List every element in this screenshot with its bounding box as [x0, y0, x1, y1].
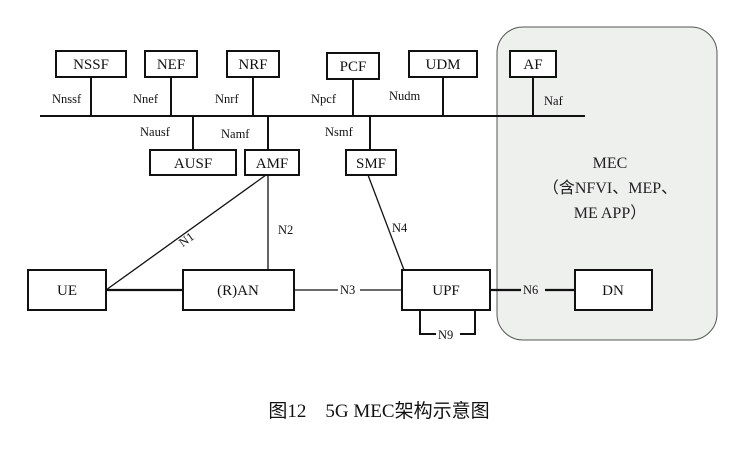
label-nnrf: Nnrf [215, 92, 239, 106]
label-n9-bg [436, 327, 460, 342]
node-nssf[interactable]: NSSF [55, 50, 127, 78]
node-ausf[interactable]: AUSF [149, 149, 237, 176]
label-naf: Naf [544, 94, 564, 108]
svg-text:AMF: AMF [256, 156, 289, 172]
svg-text:(R)AN: (R)AN [217, 283, 259, 299]
mec-label-line1: MEC [593, 155, 628, 172]
svg-text:UPF: UPF [432, 283, 460, 299]
svg-text:SMF: SMF [356, 156, 386, 172]
label-namf: Namf [221, 127, 250, 141]
label-n2: N2 [278, 223, 293, 237]
label-nnef: Nnef [133, 92, 159, 106]
label-n4: N4 [392, 221, 408, 235]
svg-text:PCF: PCF [340, 59, 367, 75]
svg-text:UE: UE [57, 283, 77, 299]
label-nsmf: Nsmf [325, 125, 354, 139]
mec-label-line2: （含NFVI、MEP、 [543, 179, 677, 197]
node-ue[interactable]: UE [27, 269, 107, 311]
svg-text:NSSF: NSSF [73, 57, 109, 73]
node-dn[interactable]: DN [574, 269, 653, 311]
svg-text:NRF: NRF [238, 57, 267, 73]
label-n1: N1 [176, 229, 197, 249]
label-n6: N6 [523, 283, 538, 297]
svg-text:AUSF: AUSF [174, 156, 212, 172]
label-n3-bg [338, 282, 360, 297]
label-nnssf: Nnssf [52, 92, 82, 106]
node-pcf[interactable]: PCF [326, 52, 380, 80]
node-af[interactable]: AF [509, 50, 557, 78]
mec-region [496, 26, 718, 341]
node-nrf[interactable]: NRF [226, 50, 280, 78]
node-ran[interactable]: (R)AN [182, 269, 295, 311]
svg-text:UDM: UDM [425, 57, 460, 73]
node-amf[interactable]: AMF [244, 149, 300, 176]
mec-label-line3: ME APP） [574, 204, 646, 222]
label-nudm: Nudm [389, 89, 421, 103]
label-nausf: Nausf [140, 125, 171, 139]
label-n9: N9 [438, 328, 453, 342]
link-n1 [105, 174, 267, 291]
label-n3: N3 [340, 283, 355, 297]
node-nef[interactable]: NEF [144, 50, 198, 78]
figure-caption: 图12 5G MEC架构示意图 [268, 400, 489, 422]
link-n4 [367, 174, 405, 271]
node-udm[interactable]: UDM [408, 50, 478, 78]
svg-text:AF: AF [523, 57, 542, 73]
label-npcf: Npcf [311, 92, 337, 106]
label-n6-bg [521, 282, 545, 297]
node-upf[interactable]: UPF [401, 269, 491, 311]
svg-text:NEF: NEF [157, 57, 185, 73]
node-smf[interactable]: SMF [345, 149, 397, 176]
svg-text:DN: DN [602, 283, 624, 299]
